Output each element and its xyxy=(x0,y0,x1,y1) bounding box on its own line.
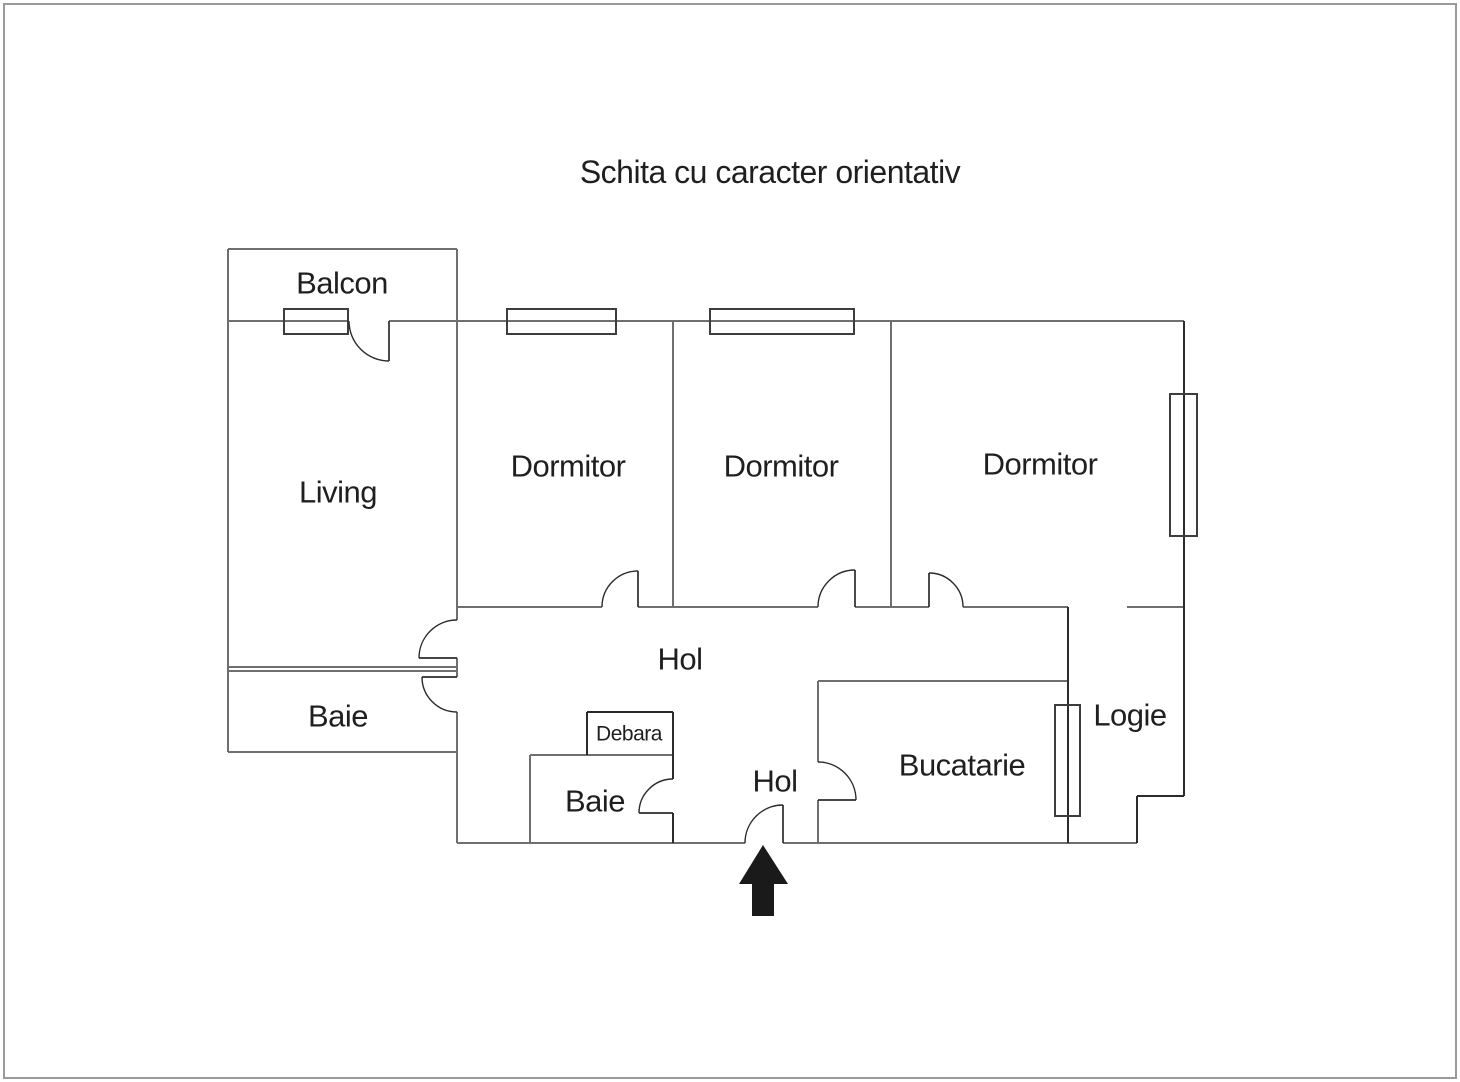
plan-title: Schita cu caracter orientativ xyxy=(580,154,961,190)
room-label-living: Living xyxy=(299,475,377,510)
balcony-window xyxy=(283,308,349,335)
room-label-logie: Logie xyxy=(1093,698,1166,733)
dormitor3-door-swing-arc xyxy=(928,572,964,608)
bucatarie-door-swing-arc xyxy=(817,761,857,801)
entrance-arrow xyxy=(739,845,788,916)
room-label-dormitor-1: Dormitor xyxy=(511,449,626,484)
dormitor2-door-swing-arc xyxy=(817,569,856,608)
room-label-bucatarie: Bucatarie xyxy=(899,748,1025,783)
room-label-baie: Baie xyxy=(308,699,368,734)
windows-layer xyxy=(283,308,1198,817)
logie-window xyxy=(1054,704,1081,817)
room-label-dormitor-2: Dormitor xyxy=(724,449,839,484)
canvas-frame xyxy=(3,3,1457,1079)
living-door-swing-arc xyxy=(418,619,458,659)
room-label-dormitor-3: Dormitor xyxy=(983,447,1098,482)
doors-layer xyxy=(348,320,964,844)
dormitor3-window xyxy=(1169,393,1198,537)
room-label-hol: Hol xyxy=(657,642,702,677)
baie2-door-swing-arc xyxy=(638,778,674,814)
room-label-baie-2: Baie xyxy=(565,784,625,819)
room-label-balcon: Balcon xyxy=(296,266,388,301)
walls-layer xyxy=(227,248,1185,844)
dormitor1-window xyxy=(506,308,617,335)
baie-door-swing-arc xyxy=(421,676,458,713)
room-label-debara: Debara xyxy=(596,723,663,746)
dormitor2-window xyxy=(709,308,855,335)
balcony-door-swing-arc xyxy=(348,320,390,362)
entrance-door-swing-arc xyxy=(744,804,784,844)
room-label-hol-entrance: Hol xyxy=(752,764,797,799)
dormitor1-door-swing-arc xyxy=(601,570,639,608)
